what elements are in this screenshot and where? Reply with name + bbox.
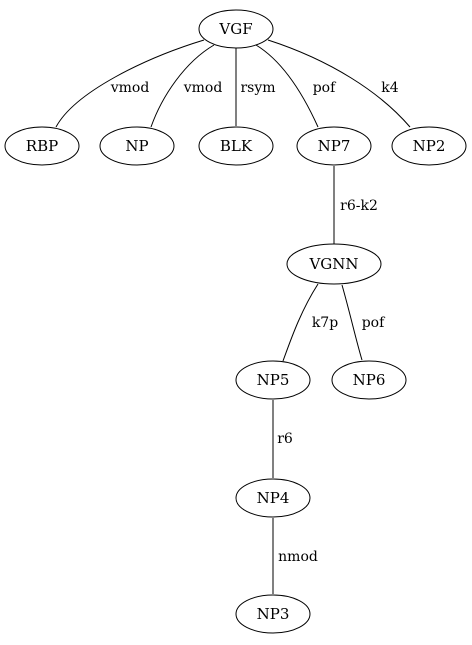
edge-label-vgnn-np6: pof: [362, 315, 386, 331]
node-np4: NP4: [235, 478, 311, 518]
node-np: NP: [99, 126, 175, 166]
node-np5: NP5: [235, 360, 311, 400]
edge-vgnn-np5: [282, 283, 319, 362]
node-rbp: RBP: [4, 126, 80, 166]
edge-vgf-np7: [255, 44, 319, 128]
node-label-rbp: RBP: [26, 137, 58, 155]
edge-label-vgf-rbp: vmod: [110, 80, 150, 96]
node-label-np4: NP4: [257, 489, 290, 507]
edge-vgf-rbp: [55, 39, 205, 128]
edge-label-np7-vgnn: r6-k2: [340, 198, 378, 214]
edge-label-vgnn-np5: k7p: [312, 315, 338, 331]
edge-vgnn-np6: [341, 284, 363, 361]
edge-vgf-np2: [267, 39, 411, 128]
node-label-np: NP: [125, 137, 148, 155]
edge-vgf-np: [150, 44, 215, 128]
node-label-np7: NP7: [318, 137, 351, 155]
edge-label-np4-np3: nmod: [278, 549, 318, 565]
node-np3: NP3: [235, 594, 311, 634]
node-label-np5: NP5: [257, 371, 290, 389]
node-label-np2: NP2: [413, 137, 446, 155]
node-label-vgf: VGF: [218, 20, 252, 38]
edge-label-vgf-np2: k4: [381, 80, 398, 96]
edge-label-vgf-np: vmod: [183, 80, 223, 96]
node-np2: NP2: [391, 126, 467, 166]
node-label-np6: NP6: [353, 371, 386, 389]
node-np6: NP6: [331, 360, 407, 400]
node-label-vgnn: VGNN: [308, 255, 358, 273]
node-label-blk: BLK: [220, 137, 253, 155]
edge-label-vgf-np7: pof: [313, 80, 337, 96]
node-np7: NP7: [296, 126, 372, 166]
node-blk: BLK: [198, 126, 274, 166]
edge-label-vgf-blk: rsym: [240, 80, 275, 96]
node-vgnn: VGNN: [286, 243, 382, 285]
node-vgf: VGF: [198, 9, 274, 49]
node-label-np3: NP3: [257, 605, 290, 623]
edge-label-np5-np4: r6: [277, 431, 293, 447]
